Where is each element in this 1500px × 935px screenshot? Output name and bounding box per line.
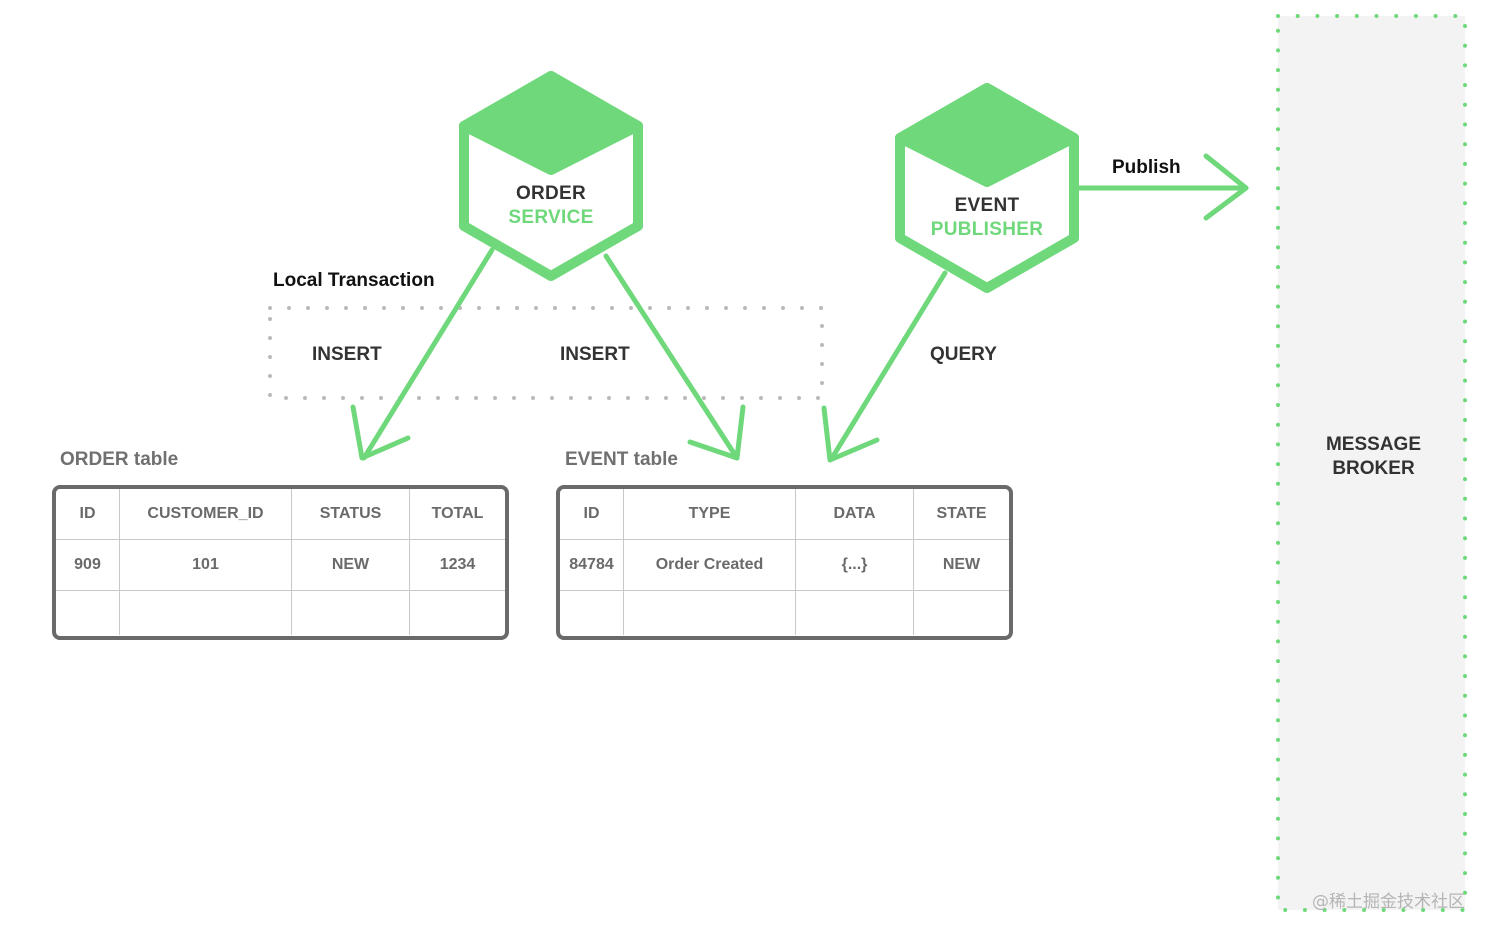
watermark-text: @稀土掘金技术社区 (1312, 892, 1465, 912)
message-broker-label: MESSAGE BROKER (1278, 433, 1469, 481)
table-row (560, 591, 1009, 635)
table-cell (624, 591, 796, 635)
event-publisher-label: EVENT PUBLISHER (900, 194, 1074, 242)
table-cell (120, 591, 292, 635)
query-label: QUERY (930, 344, 997, 365)
order-service-line2: SERVICE (508, 207, 594, 228)
insert-order-arrow (350, 247, 495, 461)
table-row: 84784 Order Created {...} NEW (560, 540, 1009, 591)
table-header-row: ID CUSTOMER_ID STATUS TOTAL (56, 489, 505, 540)
column-header: TYPE (624, 489, 796, 540)
table-cell (560, 591, 624, 635)
column-header: ID (560, 489, 624, 540)
column-header: CUSTOMER_ID (120, 489, 292, 540)
column-header: DATA (796, 489, 914, 540)
insert-label-event: INSERT (560, 344, 630, 365)
message-broker-line2: BROKER (1332, 458, 1415, 479)
table-cell: NEW (914, 540, 1009, 591)
table-cell: 1234 (410, 540, 505, 591)
table-cell: NEW (292, 540, 410, 591)
order-service-hexagon (459, 71, 643, 281)
table-cell: 84784 (560, 540, 624, 591)
table-row: 909 101 NEW 1234 (56, 540, 505, 591)
local-transaction-label: Local Transaction (273, 270, 435, 291)
table-cell (292, 591, 410, 635)
table-cell (796, 591, 914, 635)
order-service-label: ORDER SERVICE (464, 182, 638, 230)
table-header-row: ID TYPE DATA STATE (560, 489, 1009, 540)
table-row (56, 591, 505, 635)
insert-event-arrow (603, 253, 746, 461)
order-table: ID CUSTOMER_ID STATUS TOTAL 909 101 NEW … (52, 485, 509, 640)
column-header: TOTAL (410, 489, 505, 540)
event-table: ID TYPE DATA STATE 84784 Order Created {… (556, 485, 1013, 640)
order-table-caption: ORDER table (60, 449, 179, 470)
table-cell: 101 (120, 540, 292, 591)
event-publisher-line1: EVENT (954, 195, 1020, 216)
publish-arrow (1075, 153, 1249, 221)
table-cell: {...} (796, 540, 914, 591)
column-header: STATE (914, 489, 1009, 540)
table-cell (56, 591, 120, 635)
message-broker-box (1278, 16, 1465, 910)
table-cell (410, 591, 505, 635)
insert-label-order: INSERT (312, 344, 382, 365)
table-cell: Order Created (624, 540, 796, 591)
table-cell: 909 (56, 540, 120, 591)
event-table-caption: EVENT table (565, 449, 678, 470)
order-service-line1: ORDER (515, 183, 587, 204)
column-header: STATUS (292, 489, 410, 540)
event-publisher-hexagon (895, 83, 1079, 293)
column-header: ID (56, 489, 120, 540)
event-publisher-line2: PUBLISHER (930, 219, 1044, 240)
table-cell (914, 591, 1009, 635)
message-broker-line1: MESSAGE (1325, 434, 1422, 455)
query-arrow (821, 270, 948, 463)
message-broker-boundary (1276, 14, 1467, 912)
publish-label: Publish (1112, 157, 1181, 178)
